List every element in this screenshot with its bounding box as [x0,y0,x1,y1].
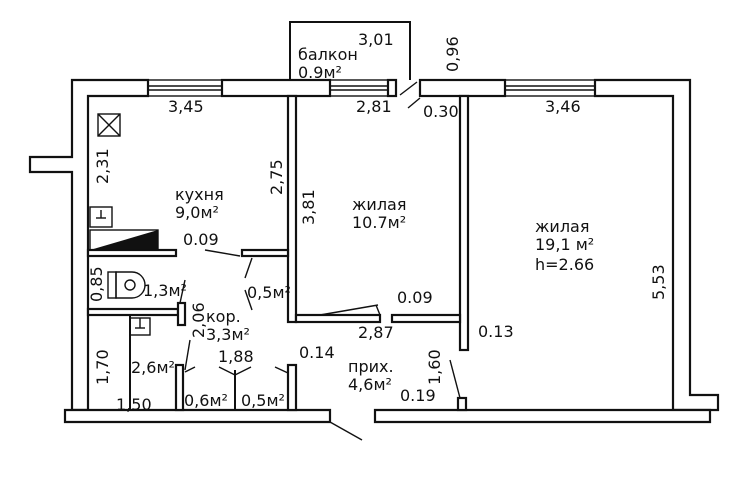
fixtures [89,113,159,336]
windows [147,79,596,97]
bath-sink-icon [129,317,151,336]
dim-room-bottom: 2,87 [358,323,394,342]
dim-balcony-width: 3,01 [358,30,394,49]
dim-wall-013: 0.13 [478,322,514,341]
door-swings [179,81,461,441]
corridor-name: кор. [206,307,241,326]
dim-kitchen-top: 3,45 [168,97,204,116]
hall-area: 4,6м² [348,375,392,394]
bath-area: 2,6м² [131,358,175,377]
living-small-name: жилая [352,195,406,214]
dim-large-top: 3,46 [545,97,581,116]
kitchen-name: кухня [175,185,224,204]
dim-bath-width: 1,50 [116,395,152,414]
sink-icon [89,206,113,228]
dim-large-right: 5,53 [649,264,668,300]
dim-closets-width: 1,88 [218,347,254,366]
vent-icon [97,113,121,137]
living-large-area: 19,1 м² [535,235,594,254]
dim-wall-014: 0.14 [299,343,335,362]
dim-wall-009b: 0.09 [397,288,433,307]
dim-bath-height: 1,70 [93,349,112,385]
dim-wall-019: 0.19 [400,386,436,405]
balcony-area: 0.9м² [298,63,342,82]
hall-name: прих. [348,357,394,376]
balcony-name: балкон [298,45,358,64]
dim-hall-height: 1,60 [425,349,444,385]
living-small-area: 10.7м² [352,213,406,232]
dim-room-top: 2,81 [356,97,392,116]
dim-toilet-height: 0,85 [87,266,106,302]
dim-balcony-depth: 0,96 [443,36,462,72]
closet-a-area: 0,6м² [184,391,228,410]
dimension-labels: 3,01 0,96 3,45 2,81 0.30 3,46 2,31 2,75 … [87,30,668,414]
living-large-height: h=2.66 [535,255,594,274]
room-labels: балкон 0.9м² кухня 9,0м² жилая 10.7м² жи… [131,45,594,410]
corridor-area: 3,3м² [206,325,250,344]
closet-b-area: 0,5м² [241,391,285,410]
toilet-icon [107,271,146,299]
living-large-name: жилая [535,217,589,236]
dim-kitchen-right: 2,75 [267,159,286,195]
interior-walls [86,94,470,412]
dim-room-left: 3,81 [299,189,318,225]
dim-corridor-height: 2,06 [189,302,208,338]
dim-kitchen-left: 2,31 [93,148,112,184]
stove-icon [90,230,158,250]
toilet-area: 1,3м² [143,281,187,300]
balcony [289,21,411,80]
dim-wall-009a: 0.09 [183,230,219,249]
dim-wall-030: 0.30 [423,102,459,121]
closet-kitchen-area: 0,5м² [247,283,291,302]
kitchen-area: 9,0м² [175,203,219,222]
